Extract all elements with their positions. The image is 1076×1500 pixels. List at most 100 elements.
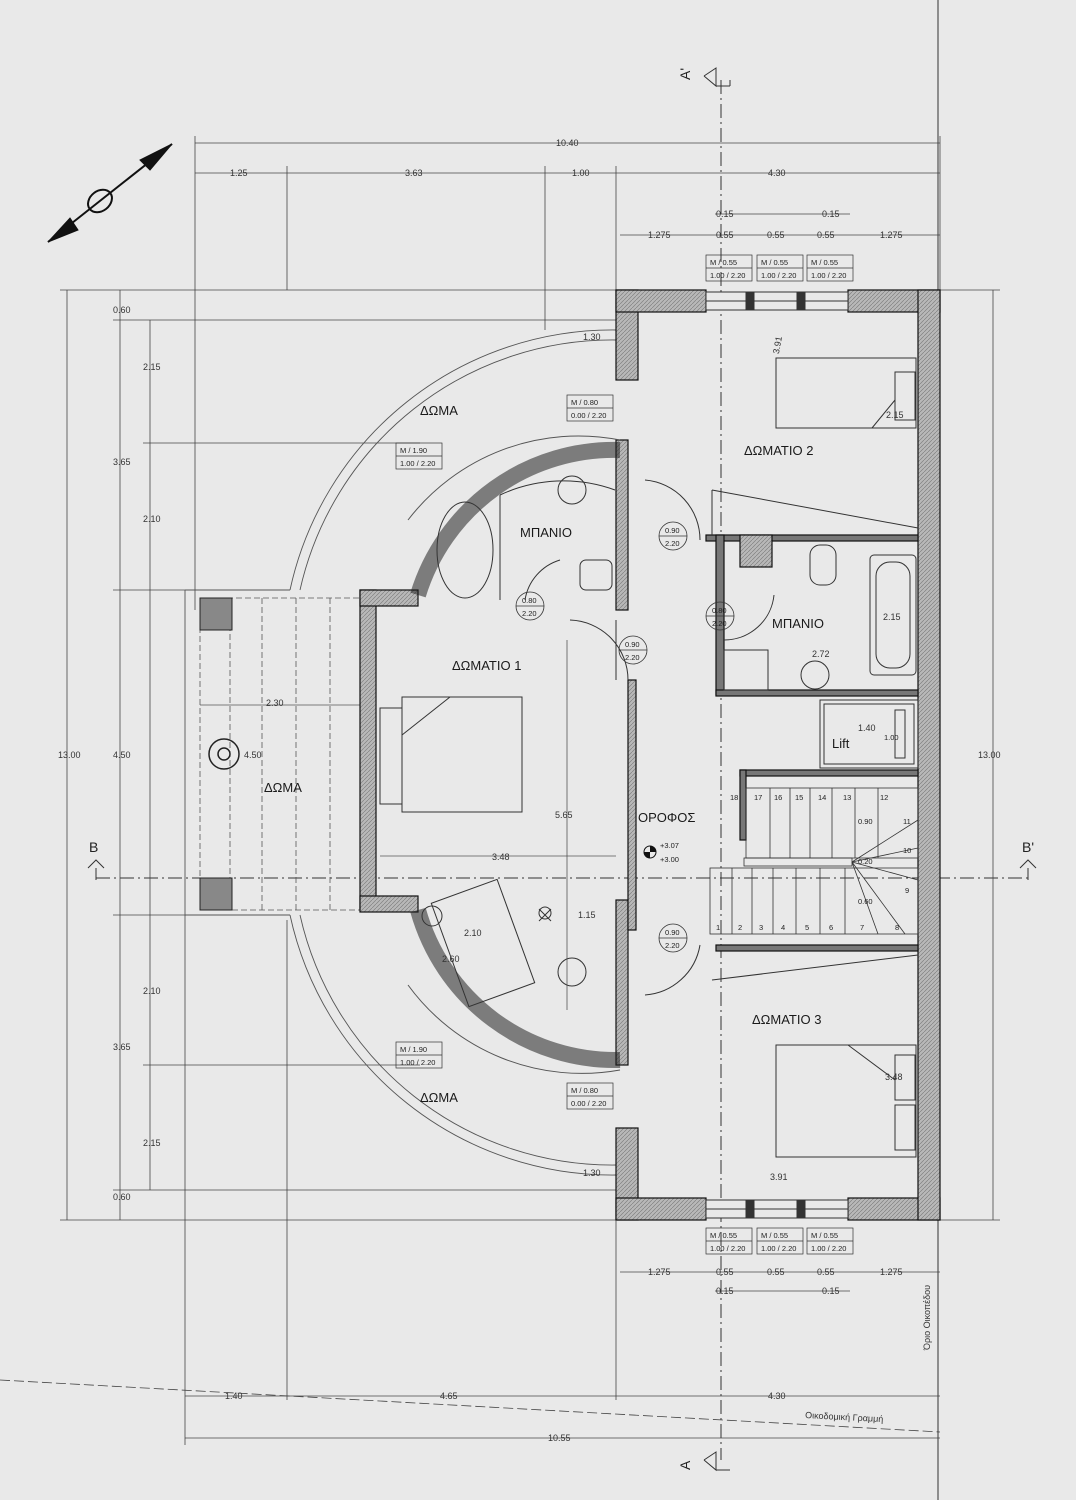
door-tag-4a: 0.80	[712, 606, 727, 615]
column	[199, 597, 233, 631]
dim-right-total: 13.00	[978, 750, 1001, 760]
door-tag-5b: 2.20	[665, 941, 680, 950]
dim-210: 2.10	[464, 928, 482, 938]
window-tag-6a: Μ / 0.55	[811, 1231, 838, 1240]
stair-step-14: 14	[818, 793, 826, 802]
door-tag-2a: 0.80	[522, 596, 537, 605]
lift-shaft	[819, 699, 919, 769]
bathroom-left-fixtures	[436, 475, 616, 601]
dim-terrace-w: 2.30	[266, 698, 284, 708]
room-label-bath-right: ΜΠΑΝΙΟ	[772, 616, 824, 631]
windows	[705, 291, 849, 1219]
window-tags-bottom	[705, 1227, 854, 1255]
room-label-room1: ΔΩΜΑΤΙΟ 1	[452, 658, 521, 673]
section-b-right-label: B'	[1022, 839, 1034, 855]
dim-win-bot-d: 0.55	[817, 1267, 835, 1277]
room-label-doma-left: ΔΩΜΑ	[264, 780, 302, 795]
section-a-bottom-label: A	[677, 1460, 693, 1470]
dim-left-2: 2.15	[143, 362, 161, 372]
dim-win-top-b: 0.55	[716, 230, 734, 240]
dim-win-bot-e: 1.275	[880, 1267, 903, 1277]
door-tag-4b: 2.20	[712, 619, 727, 628]
door-tags	[515, 521, 735, 953]
room3-furniture	[644, 944, 919, 1158]
terrace-outlines	[184, 329, 617, 1176]
dim-room1-h: 5.65	[555, 810, 573, 820]
door-tag-2b: 2.20	[522, 609, 537, 618]
dim-bot-3: 4.30	[768, 1391, 786, 1401]
window-tag-3b: 1.00 / 2.20	[811, 271, 846, 280]
window-tag-5b: 1.00 / 2.20	[761, 1244, 796, 1253]
dim-top-2: 3.63	[405, 168, 423, 178]
stair-step-17: 17	[754, 793, 762, 802]
right-dimension-lines	[930, 289, 1000, 1221]
dim-win-top-d: 0.55	[817, 230, 835, 240]
dim-win-top-a: 1.275	[648, 230, 671, 240]
dim-260: 2.60	[442, 954, 460, 964]
window-tags-top	[705, 254, 854, 282]
dim-room2-w: 3.91	[771, 336, 784, 355]
dim-left-4: 2.10	[143, 514, 161, 524]
opening-bal-bot-a: Μ / 0.80	[571, 1086, 598, 1095]
room-label-floor: ΟΡΟΦΟΣ	[638, 810, 695, 825]
room-label-lift: Lift	[832, 736, 850, 751]
stair-step-16: 16	[774, 793, 782, 802]
dim-top-3: 1.00	[572, 168, 590, 178]
stair-step-8: 8	[895, 923, 899, 932]
dim-130-bottom: 1.30	[583, 1168, 601, 1178]
stair-step-9: 9	[905, 886, 909, 895]
dim-win-top-c: 0.55	[767, 230, 785, 240]
stair-numbers: 1 2 3 4 5 6 7 8 9 10 11 12 13 14 15 16 1…	[716, 793, 911, 932]
dim-room1-w: 3.48	[492, 852, 510, 862]
section-a-top-label: A'	[677, 68, 693, 80]
room-label-room3: ΔΩΜΑΤΙΟ 3	[752, 1012, 821, 1027]
dim-left-9: 0.60	[113, 1192, 131, 1202]
dim-bot-1: 1.40	[225, 1391, 243, 1401]
dim-overall-bottom: 10.55	[548, 1433, 571, 1443]
walls	[359, 289, 941, 1221]
stair-step-18: 18	[730, 793, 738, 802]
window-tag-1a: Μ / 0.55	[710, 258, 737, 267]
room2-furniture	[644, 357, 919, 541]
stair-step-11: 11	[903, 817, 911, 826]
stair-step-2: 2	[738, 923, 742, 932]
door-tag-3b: 2.20	[625, 653, 640, 662]
top-dimension-lines	[194, 136, 941, 610]
room-label-doma-bottom: ΔΩΜΑ	[420, 1090, 458, 1105]
staircase	[709, 787, 919, 935]
dim-left-3: 3.65	[113, 457, 131, 467]
level-marker-icon	[643, 845, 657, 859]
room1-furniture	[379, 619, 629, 1008]
door-tag-1b: 2.20	[665, 539, 680, 548]
dim-top-4: 4.30	[768, 168, 786, 178]
door-tag-3a: 0.90	[625, 640, 640, 649]
stair-step-7: 7	[860, 923, 864, 932]
bottom-dimension-lines	[0, 915, 941, 1445]
dim-left-6: 2.10	[143, 986, 161, 996]
opening-arc-bot-a: Μ / 1.90	[400, 1045, 427, 1054]
room-label-room2: ΔΩΜΑΤΙΟ 2	[744, 443, 813, 458]
dim-left-8: 2.15	[143, 1138, 161, 1148]
window-tag-4a: Μ / 0.55	[710, 1231, 737, 1240]
dim-lift-h: 1.00	[884, 733, 899, 742]
window-tag-5a: Μ / 0.55	[761, 1231, 788, 1240]
curved-walls	[407, 435, 621, 1074]
window-tag-4b: 1.00 / 2.20	[710, 1244, 745, 1253]
dim-left-1: 0.60	[113, 305, 131, 315]
building-line-note: Οικοδομική Γραμμή	[805, 1410, 884, 1424]
stair-step-4: 4	[781, 923, 785, 932]
dim-room3-w: 3.91	[770, 1172, 788, 1182]
stair-step-6: 6	[829, 923, 833, 932]
opening-bal-top-b: 0.00 / 2.20	[571, 411, 606, 420]
dim-stair-020: 0.20	[858, 857, 873, 866]
stair-step-5: 5	[805, 923, 809, 932]
dim-win-bot-c: 0.55	[767, 1267, 785, 1277]
dim-lift-w: 1.40	[858, 723, 876, 733]
dim-room3-bed: 3.48	[885, 1072, 903, 1082]
left-dimension-lines	[60, 289, 620, 1221]
opening-bal-bot-b: 0.00 / 2.20	[571, 1099, 606, 1108]
window-tag-2b: 1.00 / 2.20	[761, 271, 796, 280]
stair-step-12: 12	[880, 793, 888, 802]
